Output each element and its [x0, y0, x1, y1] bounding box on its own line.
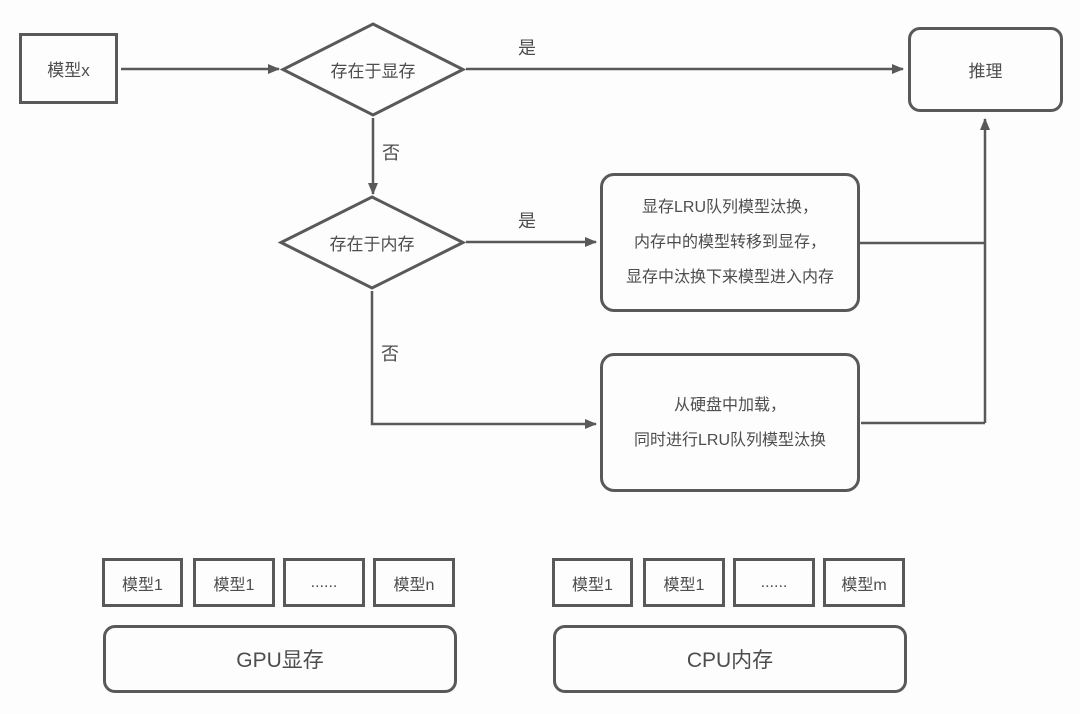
- gpu-slot-n-label: 模型n: [393, 576, 435, 594]
- process-load-line-1: 从硬盘中加载，: [673, 396, 786, 414]
- cpu-slot-m: 模型m: [823, 558, 905, 607]
- inference-node-label: 推理: [968, 62, 1003, 81]
- gpu-slot-2-label: 模型1: [213, 576, 255, 594]
- cpu-memory-title: CPU内存: [686, 649, 774, 672]
- gpu-slot-n: 模型n: [373, 558, 455, 607]
- decision-gpu-no-label: 否: [382, 143, 400, 163]
- gpu-memory-title: GPU显存: [236, 649, 324, 672]
- process-swap-node: 显存LRU队列模型汰换， 内存中的模型转移到显存， 显存中汰换下来模型进入内存: [600, 173, 860, 312]
- decision-gpu-yes-label: 是: [518, 38, 536, 58]
- process-swap-line-2: 内存中的模型转移到显存，: [633, 234, 826, 251]
- process-swap-line-3: 显存中汰换下来模型进入内存: [625, 269, 834, 286]
- start-node: 模型x: [19, 33, 118, 104]
- gpu-slot-1-label: 模型1: [122, 576, 163, 594]
- cpu-slot-1-label: 模型1: [572, 576, 613, 594]
- cpu-slot-m-label: 模型m: [841, 576, 887, 594]
- cpu-slot-1: 模型1: [552, 558, 633, 607]
- gpu-slot-ellipsis-label: ......: [310, 573, 338, 591]
- inference-node: 推理: [908, 27, 1063, 112]
- cpu-slot-ellipsis-label: ......: [760, 573, 788, 591]
- process-swap-line-1: 显存LRU队列模型汰换，: [641, 199, 818, 216]
- decision-cpu-label: 存在于内存: [329, 235, 415, 254]
- cpu-slot-2: 模型1: [643, 558, 725, 607]
- gpu-slot-2: 模型1: [193, 558, 275, 607]
- decision-cpu-yes-label: 是: [518, 211, 536, 231]
- cpu-slot-ellipsis: ......: [733, 558, 815, 607]
- start-node-label: 模型x: [47, 61, 90, 80]
- process-load-line-2: 同时进行LRU队列模型汰换: [633, 431, 826, 449]
- decision-cpu-no-label: 否: [381, 344, 399, 364]
- decision-gpu-label: 存在于显存: [330, 62, 416, 81]
- gpu-slot-ellipsis: ......: [283, 558, 365, 607]
- gpu-slot-1: 模型1: [102, 558, 183, 607]
- gpu-memory-node: GPU显存: [103, 625, 457, 693]
- cpu-memory-node: CPU内存: [553, 625, 907, 693]
- cpu-slot-2-label: 模型1: [663, 576, 705, 594]
- process-load-node: 从硬盘中加载， 同时进行LRU队列模型汰换: [600, 353, 860, 492]
